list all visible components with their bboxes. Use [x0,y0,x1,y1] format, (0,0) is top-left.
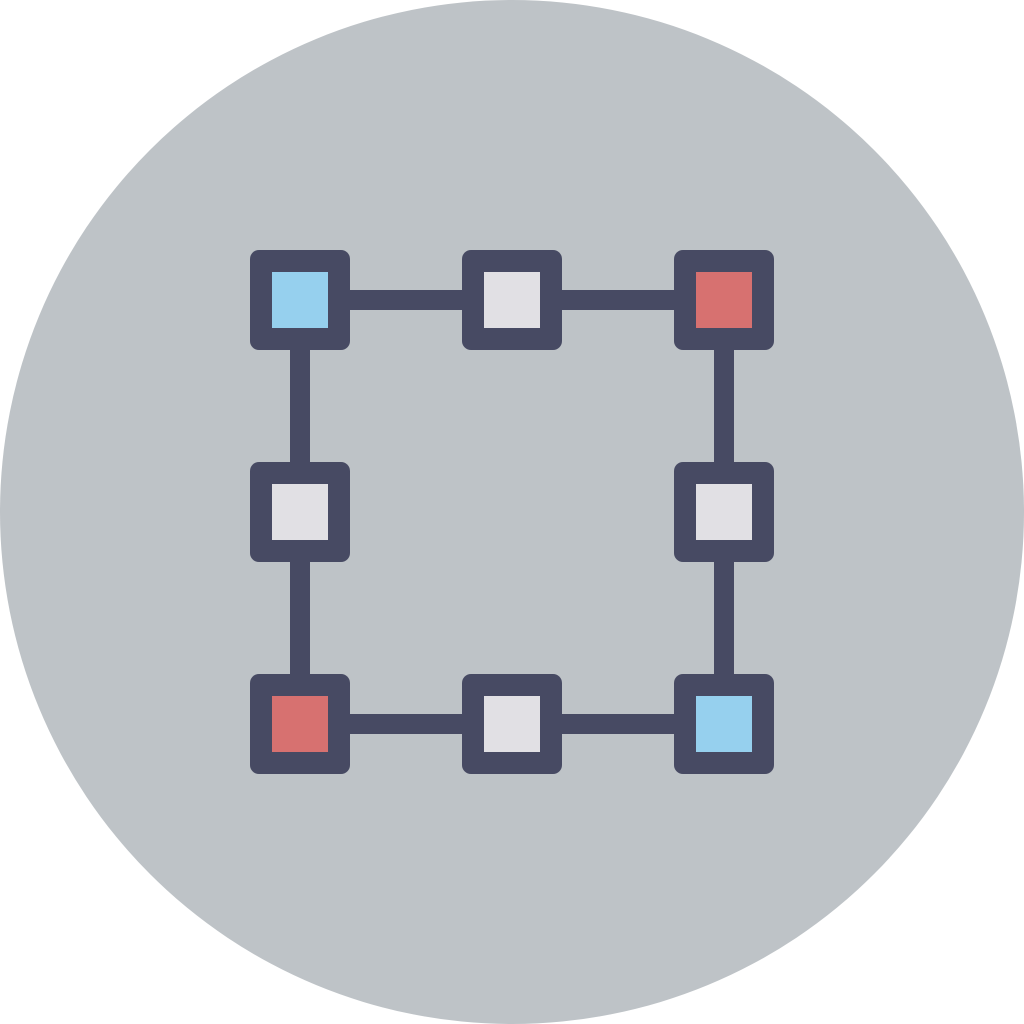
handle-top-right [674,250,774,350]
handle-middle-left [250,462,350,562]
handle-fill [272,484,328,540]
handle-middle-right [674,462,774,562]
handle-fill [696,484,752,540]
handle-fill [484,272,540,328]
handle-bottom-right [674,674,774,774]
handle-bottom-center [462,674,562,774]
handle-top-left [250,250,350,350]
handle-fill [484,696,540,752]
handle-fill [696,272,752,328]
handle-top-center [462,250,562,350]
selection-handles [250,250,774,774]
handle-fill [272,696,328,752]
handle-fill [696,696,752,752]
handle-fill [272,272,328,328]
handle-bottom-left [250,674,350,774]
